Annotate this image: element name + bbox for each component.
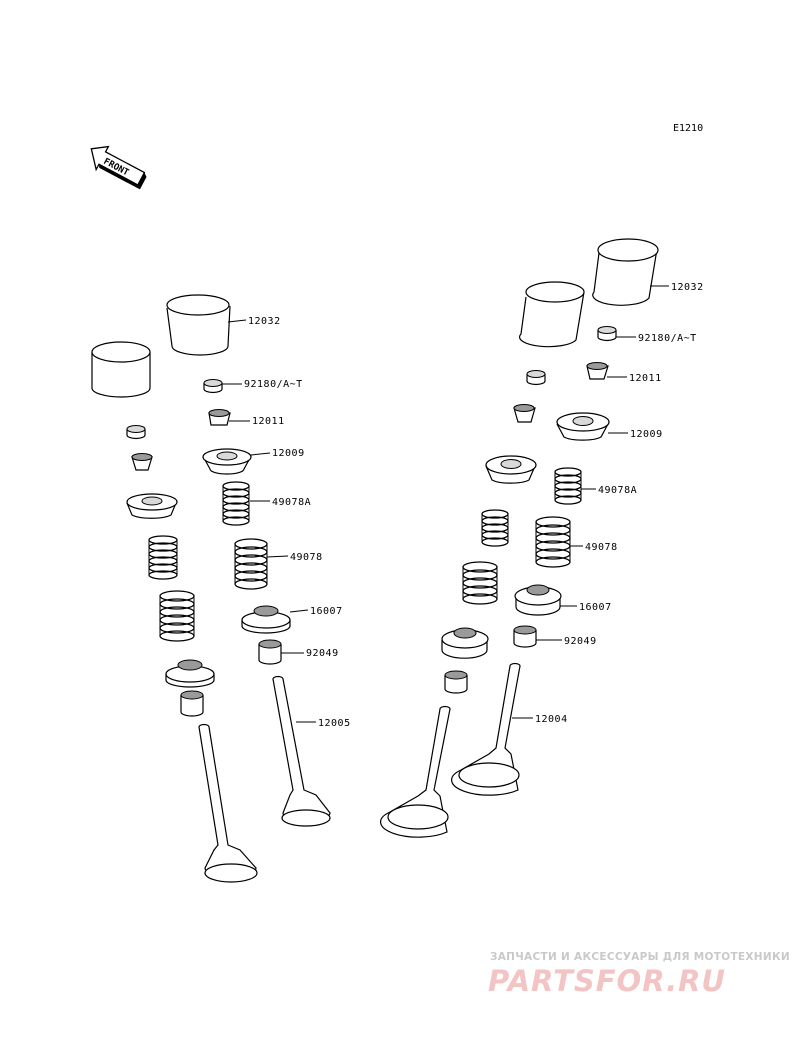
label-92180: 92180/A~T	[244, 379, 303, 390]
left-part-labels: 12032 92180/A~T 12011 12009 49078A 49078…	[244, 316, 351, 729]
shim	[597, 326, 617, 342]
tappet-bucket	[91, 341, 151, 398]
cotter	[131, 453, 153, 471]
stem-seal	[180, 690, 204, 717]
spring-inner	[481, 509, 509, 547]
label-12011: 12011	[252, 416, 285, 427]
label-92049: 92049	[564, 636, 597, 647]
spring-outer	[535, 516, 571, 568]
right-rear-valve-stack	[380, 281, 585, 838]
label-49078: 49078	[290, 552, 323, 563]
cotter	[586, 362, 609, 380]
spring-seat	[241, 605, 291, 634]
label-16007: 16007	[579, 602, 612, 613]
label-12009: 12009	[272, 448, 305, 459]
right-leader-lines	[512, 285, 669, 719]
label-12009: 12009	[630, 429, 663, 440]
right-front-valve-stack	[451, 238, 659, 796]
label-49078A: 49078A	[272, 497, 311, 508]
left-leader-lines	[222, 319, 316, 723]
stem-seal	[258, 639, 282, 665]
retainer	[126, 493, 178, 519]
spring-seat	[165, 659, 215, 688]
label-12011: 12011	[629, 373, 662, 384]
stem-seal	[444, 670, 468, 694]
label-16007: 16007	[310, 606, 343, 617]
shim	[126, 425, 146, 440]
label-12005: 12005	[318, 718, 351, 729]
valve	[380, 705, 451, 838]
tappet-bucket	[592, 238, 659, 306]
right-part-labels: 12032 92180/A~T 12011 12009 49078A 49078…	[535, 282, 704, 725]
spring-inner	[222, 481, 250, 526]
spring-inner	[148, 535, 178, 580]
stem-seal	[513, 625, 537, 648]
watermark-tagline: ЗАПЧАСТИ И АКСЕССУАРЫ ДЛЯ МОТОТЕХНИКИ	[490, 951, 790, 963]
spring-outer	[159, 590, 195, 642]
retainer	[202, 448, 252, 475]
cotter	[513, 404, 536, 423]
spring-outer	[462, 561, 498, 605]
label-12032: 12032	[671, 282, 704, 293]
shim	[203, 379, 223, 394]
spring-seat	[441, 627, 489, 659]
valve	[198, 723, 258, 883]
watermark-logo: PARTSFOR.RU	[488, 964, 726, 998]
label-12004: 12004	[535, 714, 568, 725]
front-arrow-icon: FRONT	[90, 145, 147, 190]
diagram-code: E1210	[673, 123, 704, 134]
label-12032: 12032	[248, 316, 281, 327]
left-front-valve-stack	[166, 294, 331, 827]
label-92180: 92180/A~T	[638, 333, 697, 344]
retainer	[485, 455, 537, 484]
tappet-bucket	[518, 281, 585, 348]
cotter	[208, 409, 231, 426]
tappet-bucket	[166, 294, 231, 356]
shim	[526, 370, 546, 386]
spring-inner	[554, 467, 582, 505]
spring-seat	[514, 584, 562, 616]
label-49078A: 49078A	[598, 485, 637, 496]
spring-outer	[234, 538, 268, 590]
left-rear-valve-stack	[91, 341, 258, 883]
retainer	[556, 412, 610, 441]
label-49078: 49078	[585, 542, 618, 553]
label-92049: 92049	[306, 648, 339, 659]
valve	[451, 662, 521, 796]
valve	[272, 675, 331, 827]
